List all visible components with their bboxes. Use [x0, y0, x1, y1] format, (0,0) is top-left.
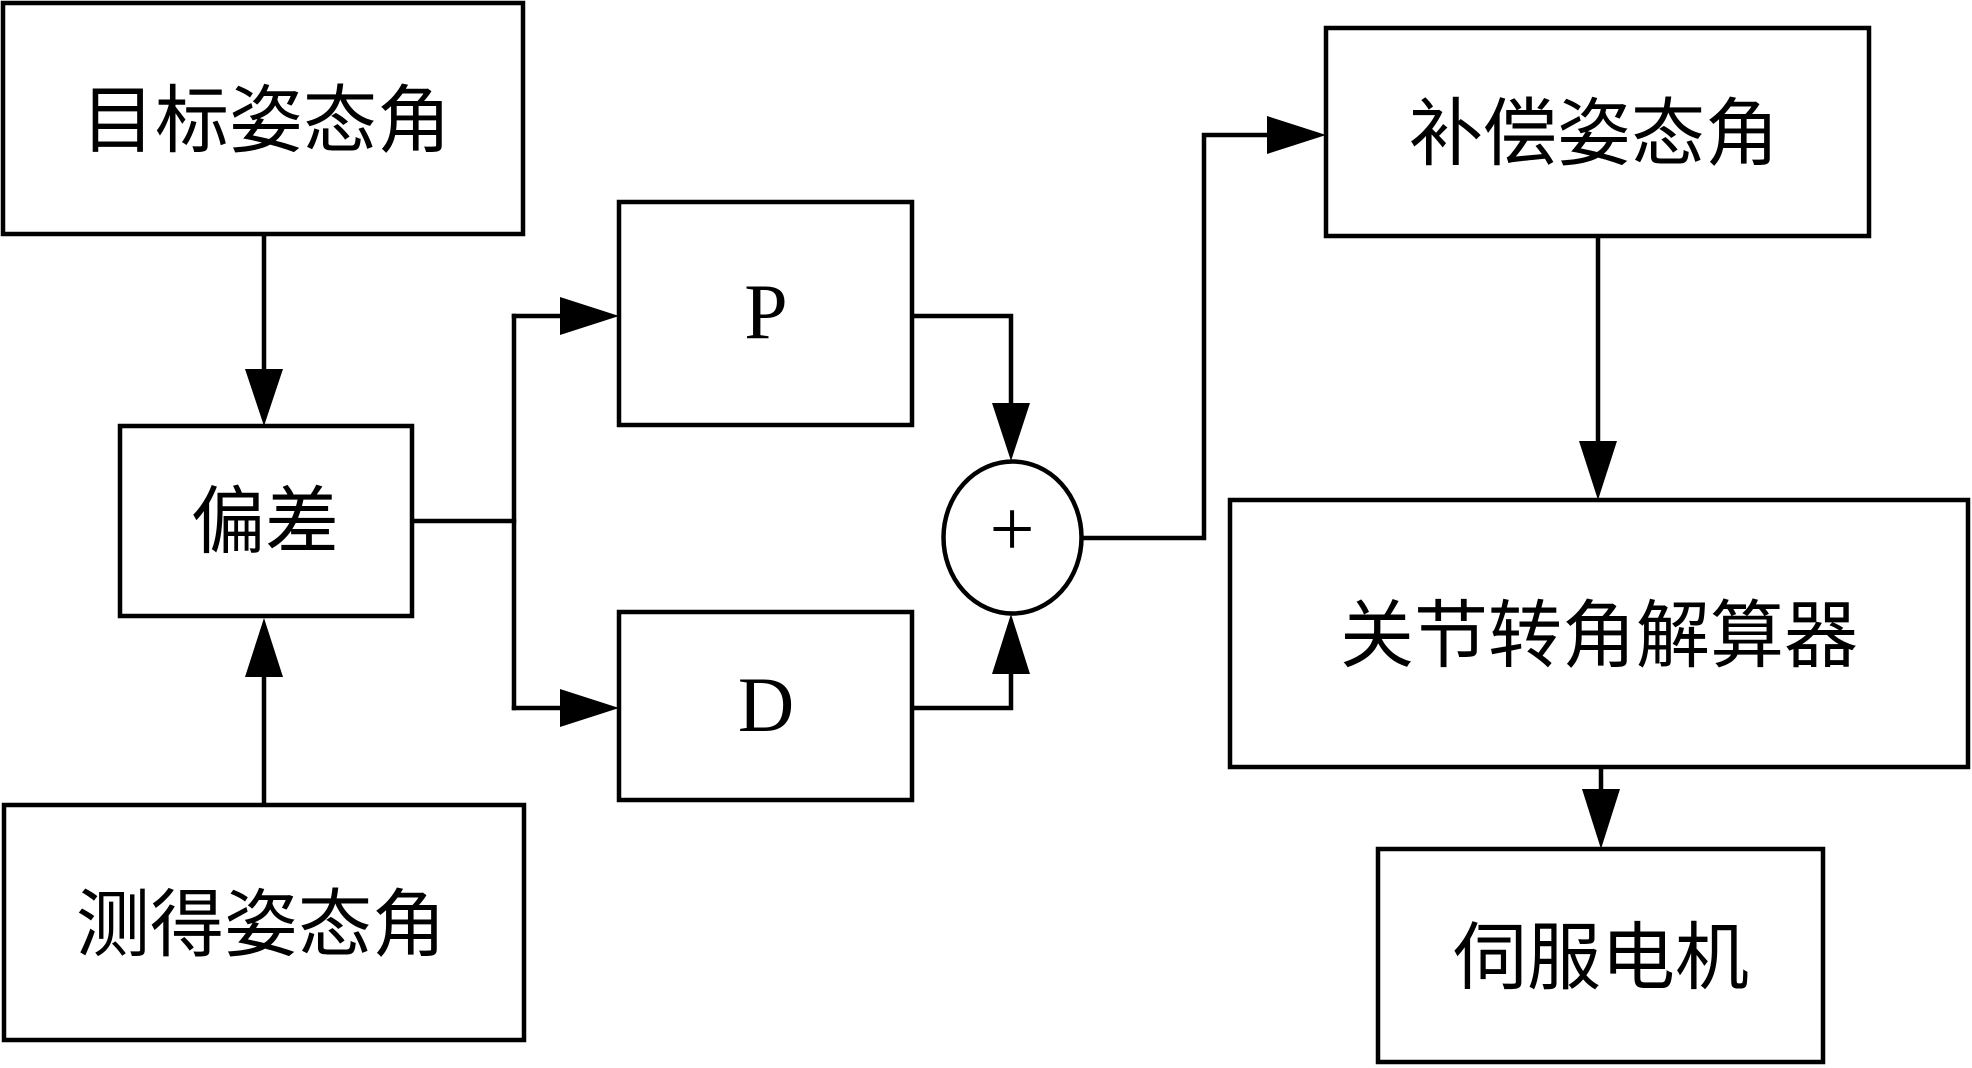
- edge-error-to-p: [511, 297, 619, 335]
- compensation-attitude-label: 补偿姿态角: [1409, 91, 1779, 177]
- p-gain-label: P: [744, 268, 787, 355]
- connector-line: [1079, 132, 1272, 541]
- target-attitude-box: [0, 0, 526, 237]
- error-label: 偏差: [191, 479, 339, 565]
- p-gain-block: P: [616, 199, 915, 428]
- arrow-right-icon: [560, 689, 619, 727]
- edge-sum-to-compensation: [1079, 116, 1326, 541]
- arrow-down-icon: [1582, 789, 1620, 849]
- edge-solver-to-servo: [1582, 766, 1620, 849]
- arrow-down-icon: [245, 369, 283, 426]
- servo-motor-box: [1375, 846, 1826, 1065]
- arrow-up-icon: [992, 614, 1030, 674]
- measured-attitude-label: 测得姿态角: [76, 882, 446, 968]
- edge-error-branch: [411, 313, 517, 711]
- d-gain-label: D: [738, 661, 794, 748]
- target-attitude-block: 目标姿态角: [0, 0, 526, 237]
- target-attitude-label: 目标姿态角: [81, 78, 451, 164]
- arrow-right-icon: [1267, 116, 1326, 154]
- joint-angle-solver-label: 关节转角解算器: [1340, 593, 1858, 679]
- d-gain-box: [616, 609, 915, 803]
- arrow-right-icon: [560, 297, 619, 335]
- p-gain-box: [616, 199, 915, 428]
- servo-motor-label: 伺服电机: [1453, 915, 1749, 1001]
- arrow-up-icon: [245, 618, 283, 677]
- edge-p-to-sum: [911, 313, 1030, 461]
- joint-angle-solver-block: 关节转角解算器: [1227, 497, 1971, 770]
- edge-measured-to-error: [245, 618, 283, 806]
- plus-icon: +: [989, 486, 1034, 574]
- measured-attitude-block: 测得姿态角: [1, 802, 527, 1043]
- arrow-down-icon: [992, 403, 1030, 461]
- joint-angle-solver-box: [1227, 497, 1971, 770]
- error-box: [117, 423, 415, 619]
- edge-compensation-to-solver: [1579, 235, 1617, 500]
- edge-error-to-d: [511, 689, 619, 727]
- connector-line: [911, 668, 1014, 711]
- connector-line: [911, 313, 1014, 408]
- arrow-down-icon: [1579, 441, 1617, 500]
- edge-target-to-error: [245, 233, 283, 426]
- summing-junction: +: [941, 459, 1084, 616]
- edge-d-to-sum: [911, 614, 1030, 711]
- servo-motor-block: 伺服电机: [1375, 846, 1826, 1065]
- d-gain-block: D: [616, 609, 915, 803]
- compensation-attitude-block: 补偿姿态角: [1323, 25, 1872, 239]
- error-block: 偏差: [117, 423, 415, 619]
